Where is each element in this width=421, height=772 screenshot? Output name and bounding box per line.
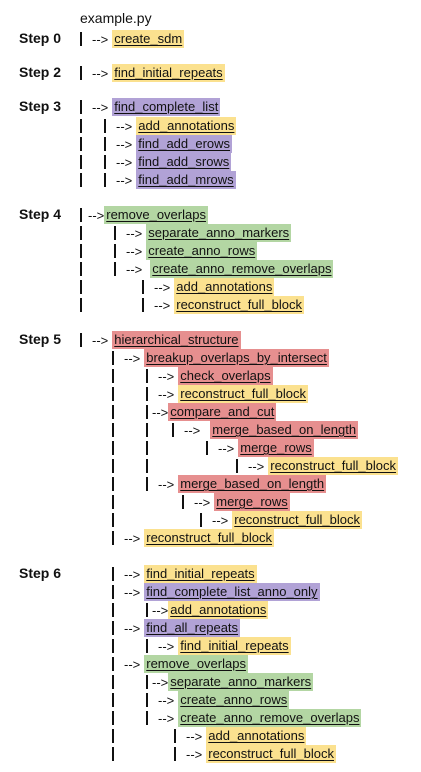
file-title: example.py bbox=[80, 10, 152, 26]
tree-row: -->add_annotations bbox=[80, 117, 237, 135]
tree-row: -->find_initial_repeats bbox=[80, 64, 225, 82]
function-label: check_overlaps bbox=[178, 367, 273, 385]
tree-row: -->find_add_erows bbox=[80, 135, 233, 153]
tree-row: -->reconstruct_full_block bbox=[112, 511, 362, 529]
step-label: Step 3 bbox=[19, 98, 62, 114]
tree-row: -->create_anno_rows bbox=[80, 242, 258, 260]
step-label: Step 2 bbox=[19, 64, 62, 80]
function-label: find_add_erows bbox=[136, 135, 233, 153]
tree-row: -->check_overlaps bbox=[112, 367, 273, 385]
tree-row: -->merge_rows bbox=[112, 493, 290, 511]
function-label: merge_rows bbox=[214, 493, 290, 511]
function-label: hierarchical_structure bbox=[112, 331, 241, 349]
tree-row: -->reconstruct_full_block bbox=[112, 529, 274, 547]
tree-row: -->create_sdm bbox=[80, 30, 185, 48]
function-label: add_annotations bbox=[168, 601, 269, 619]
tree-row: -->add_annotations bbox=[80, 278, 275, 296]
function-label: find_add_srows bbox=[136, 153, 232, 171]
tree-row: -->add_annotations bbox=[112, 601, 269, 619]
function-label: add_annotations bbox=[174, 278, 275, 296]
function-label: reconstruct_full_block bbox=[232, 511, 362, 529]
tree-row: -->separate_anno_markers bbox=[112, 673, 314, 691]
function-label: merge_based_on_length bbox=[178, 475, 327, 493]
function-label: merge_rows bbox=[238, 439, 314, 457]
tree-row: -->breakup_overlaps_by_intersect bbox=[112, 349, 329, 367]
tree-row: -->hierarchical_structure bbox=[80, 331, 241, 349]
function-label: find_complete_list bbox=[112, 98, 221, 116]
tree-row: -->find_complete_list_anno_only bbox=[112, 583, 320, 601]
function-label: find_initial_repeats bbox=[178, 637, 291, 655]
tree-row: -->create_anno_remove_overlaps bbox=[112, 709, 362, 727]
function-label: remove_overlaps bbox=[144, 655, 248, 673]
tree-row: -->find_all_repeats bbox=[112, 619, 241, 637]
tree-row: -->compare_and_cut bbox=[112, 403, 277, 421]
function-label: add_annotations bbox=[136, 117, 237, 135]
step-label: Step 0 bbox=[19, 30, 62, 46]
function-label: compare_and_cut bbox=[168, 403, 277, 421]
function-label: reconstruct_full_block bbox=[178, 385, 308, 403]
function-label: reconstruct_full_block bbox=[206, 745, 336, 763]
tree-row: -->find_add_srows bbox=[80, 153, 232, 171]
function-label: find_complete_list_anno_only bbox=[144, 583, 320, 601]
tree-row: -->find_initial_repeats bbox=[112, 565, 257, 583]
tree-row: -->remove_overlaps bbox=[112, 655, 248, 673]
tree-row: -->add_annotations bbox=[112, 727, 307, 745]
tree-row: -->find_complete_list bbox=[80, 98, 221, 116]
function-label: create_anno_remove_overlaps bbox=[150, 260, 334, 278]
tree-row: -->reconstruct_full_block bbox=[112, 457, 398, 475]
function-label: find_initial_repeats bbox=[144, 565, 257, 583]
function-label: separate_anno_markers bbox=[168, 673, 314, 691]
function-label: find_all_repeats bbox=[144, 619, 241, 637]
function-label: find_add_mrows bbox=[136, 171, 236, 189]
tree-row: -->create_anno_rows bbox=[112, 691, 290, 709]
tree-row: -->remove_overlaps bbox=[80, 206, 208, 224]
tree-row: -->merge_based_on_length bbox=[112, 475, 327, 493]
step-label: Step 4 bbox=[19, 206, 62, 222]
tree-row: -->merge_rows bbox=[112, 439, 314, 457]
tree-row: -->create_anno_remove_overlaps bbox=[80, 260, 334, 278]
step-label: Step 5 bbox=[19, 331, 62, 347]
function-label: breakup_overlaps_by_intersect bbox=[144, 349, 329, 367]
tree-row: -->reconstruct_full_block bbox=[112, 385, 308, 403]
function-label: merge_based_on_length bbox=[210, 421, 359, 439]
tree-row: -->separate_anno_markers bbox=[80, 224, 292, 242]
function-label: separate_anno_markers bbox=[146, 224, 292, 242]
function-label: remove_overlaps bbox=[104, 206, 208, 224]
function-label: reconstruct_full_block bbox=[174, 296, 304, 314]
function-label: find_initial_repeats bbox=[112, 64, 225, 82]
tree-row: -->reconstruct_full_block bbox=[112, 745, 336, 763]
function-label: create_anno_rows bbox=[146, 242, 258, 260]
step-label: Step 6 bbox=[19, 565, 62, 581]
function-label: create_anno_rows bbox=[178, 691, 290, 709]
function-label: create_sdm bbox=[112, 30, 185, 48]
function-label: create_anno_remove_overlaps bbox=[178, 709, 362, 727]
function-label: reconstruct_full_block bbox=[144, 529, 274, 547]
tree-row: -->reconstruct_full_block bbox=[80, 296, 304, 314]
function-label: add_annotations bbox=[206, 727, 307, 745]
tree-row: -->merge_based_on_length bbox=[112, 421, 359, 439]
tree-row: -->find_initial_repeats bbox=[112, 637, 291, 655]
tree-row: -->find_add_mrows bbox=[80, 171, 236, 189]
function-label: reconstruct_full_block bbox=[268, 457, 398, 475]
